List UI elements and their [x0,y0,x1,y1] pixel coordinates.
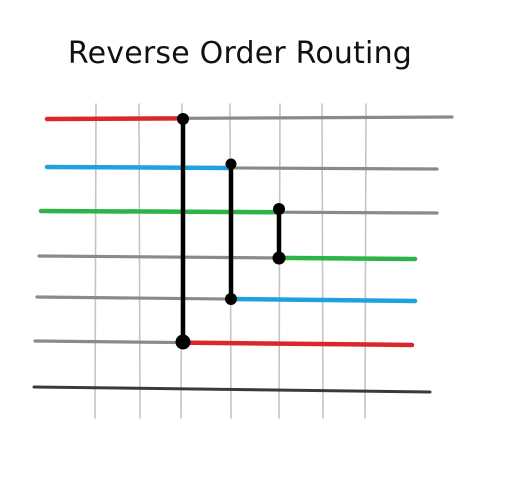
connector-green-top-dot [273,203,285,215]
track-3-gray-segment [277,210,439,215]
grid-line [94,103,97,419]
connector-green-bottom-dot [272,251,286,265]
tracks [32,115,454,394]
track-4-gray-segment [37,254,281,260]
track-1-gray-segment [182,115,454,120]
connector-red-bottom-dot [175,334,191,350]
connector-red-top-dot [177,113,189,125]
grid-line [321,103,324,419]
grid-line [364,103,367,419]
connector-blue-bottom-dot [225,293,237,305]
diagram-title: Reverse Order Routing [67,36,413,71]
track-1-colored-segment [44,116,187,122]
grid-line [138,103,141,419]
track-6-gray-segment [33,339,185,345]
track-3-colored-segment [38,208,282,215]
connectors [175,113,286,350]
track-5-colored-segment [228,296,418,304]
track-2-colored-segment [44,164,234,171]
track-2-gray-segment [229,166,439,171]
track-4-colored-segment [276,255,418,262]
connector-blue-top-dot [225,158,237,170]
track-6-colored-segment [180,340,415,348]
track-5-gray-segment [35,295,233,301]
track-7-line [32,385,432,394]
